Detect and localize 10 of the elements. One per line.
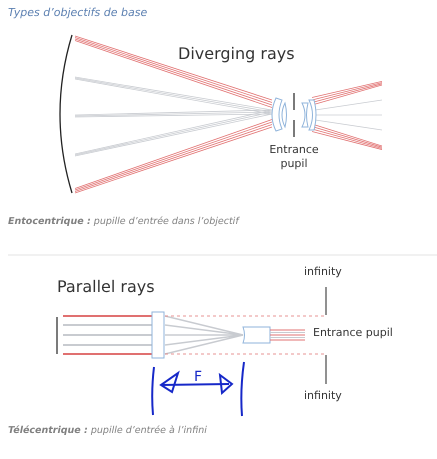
pupil-label: Entrance pupil [313,326,393,339]
diagram-heading: Parallel rays [57,277,155,296]
caption-text: Télécentrique : pupille d’entrée à l’infini [8,425,207,436]
infinity-label: infinity [304,265,342,278]
diagram-heading: Diverging rays [178,44,295,63]
focal-length-label: F [194,369,202,385]
section-title: Types d’objectifs de base [8,6,148,19]
infinity-label: infinity [304,389,342,402]
caption-text: Entocentrique : pupille d’entrée dans l’objectif [8,216,239,227]
pupil-label: Entrance pupil [268,143,320,171]
